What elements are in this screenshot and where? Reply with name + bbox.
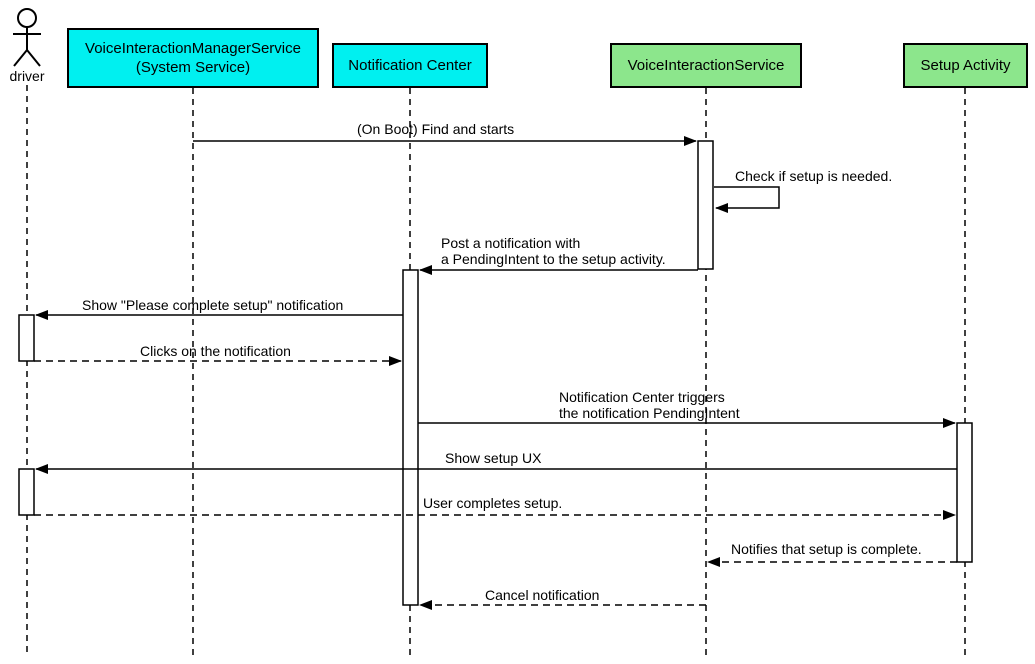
activation-bar-voice-interaction-service [697,140,714,270]
message-label-notifies-setup-complete: Notifies that setup is complete. [731,541,922,557]
activation-bar-driver-2 [18,468,35,516]
participant-label: VoiceInteractionService [627,57,785,74]
activation-bar-notification-center [402,269,419,606]
message-label-show-please-complete-setup: Show "Please complete setup" notificatio… [82,297,344,313]
actor-label-driver: driver [9,68,45,84]
message-label-line-1: Notification Center triggers [559,389,725,405]
participant-box-setup-activity: Setup Activity [903,43,1028,88]
participant-box-notification-center: Notification Center [332,43,488,88]
message-label-line-2: the notification PendingIntent [559,405,740,421]
activation-bar-driver-1 [18,314,35,362]
message-label-clicks-on-the-notification: Clicks on the notification [140,343,291,359]
participant-box-voice-interaction-manager-service: VoiceInteractionManagerService (System S… [67,28,319,88]
participant-label: Setup Activity [920,57,1011,74]
message-label-on-boot-find-and-starts: (On Boot) Find and starts [357,121,515,137]
message-label-notification-center-triggers: Notification Center triggers the notific… [559,389,740,421]
participant-sublabel: (System Service) [135,59,251,76]
participant-label: VoiceInteractionManagerService [85,40,301,57]
message-label-post-a-notification: Post a notification with a PendingIntent… [441,235,666,267]
message-label-show-setup-ux: Show setup UX [445,450,542,466]
message-label-line-1: Post a notification with [441,235,581,251]
message-label-check-if-setup-is-needed: Check if setup is needed. [735,168,893,184]
message-label-line-2: a PendingIntent to the setup activity. [441,251,666,267]
message-label-cancel-notification: Cancel notification [485,587,600,603]
participant-box-voice-interaction-service: VoiceInteractionService [610,43,802,88]
message-label-user-completes-setup: User completes setup. [423,495,563,511]
participant-label: Notification Center [348,57,472,74]
activation-bar-setup-activity [956,422,973,563]
actor-icon [13,8,41,67]
message-arrow-check-if-setup-is-needed [714,186,780,213]
